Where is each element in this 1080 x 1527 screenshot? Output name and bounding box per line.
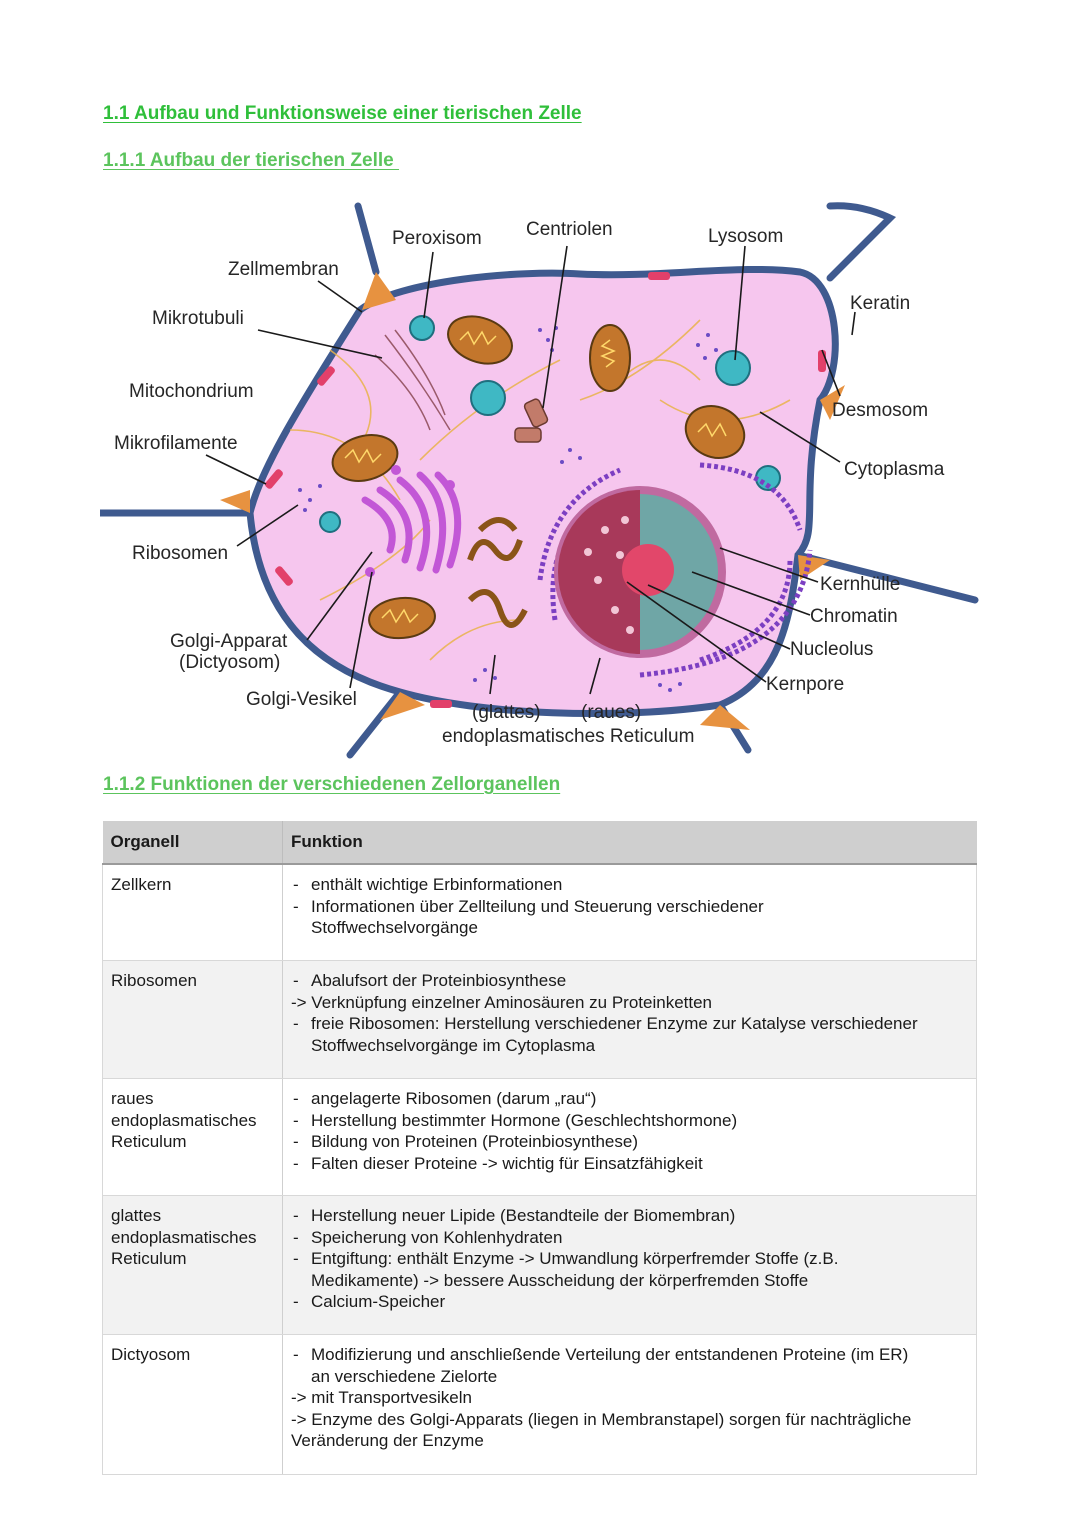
bullet-point: Speicherung von Kohlenhydraten (291, 1227, 968, 1249)
funktion-cell: angelagerte Ribosomen (darum „rau“)Herst… (282, 1078, 977, 1196)
section-heading: 1.1 Aufbau und Funktionsweise einer tier… (103, 103, 582, 124)
label-mikrotubuli: Mikrotubuli (152, 308, 244, 329)
label-mitochondrium: Mitochondrium (129, 381, 254, 402)
organell-name-line: Zellkern (111, 875, 172, 894)
label-peroxisom: Peroxisom (392, 228, 482, 249)
organell-cell: Dictyosom (102, 1334, 283, 1475)
table-header-row: Organell Funktion (102, 821, 977, 865)
organell-name-line: endoplasmatisches (111, 1227, 257, 1247)
label-golgi-apparat: Golgi-Apparat (170, 631, 288, 652)
column-header-organell: Organell (102, 821, 283, 865)
bullet-point: Modifizierung und anschließende Verteilu… (291, 1344, 968, 1366)
funktion-cell: enthält wichtige ErbinformationenInforma… (282, 863, 977, 961)
label-zellmembran: Zellmembran (228, 259, 339, 280)
funktion-cell: Herstellung neuer Lipide (Bestandteile d… (282, 1195, 977, 1335)
label-glattes: (glattes) (472, 702, 541, 723)
function-text-line: Veränderung der Enzyme (291, 1431, 484, 1450)
label-dictyosom: (Dictyosom) (179, 652, 280, 673)
label-kernpore: Kernpore (766, 674, 844, 695)
function-text-line: -> Verknüpfung einzelner Aminosäuren zu … (291, 992, 713, 1012)
bullet-point: angelagerte Ribosomen (darum „rau“) (291, 1088, 968, 1110)
function-text-line: an verschiedene Zielorte (311, 1366, 498, 1386)
label-raues: (raues) (581, 702, 641, 723)
label-kernhuelle: Kernhülle (820, 574, 900, 595)
table-body: Zellkern enthält wichtige Erbinformatione… (102, 863, 977, 1475)
label-centriolen: Centriolen (526, 219, 613, 240)
function-text-line: -> mit Transportvesikeln (291, 1388, 472, 1407)
bullet-point: Entgiftung: enthält Enzyme -> Umwandlung… (291, 1248, 968, 1270)
organell-name-line: glattes (111, 1206, 162, 1225)
label-er: endoplasmatisches Reticulum (442, 726, 694, 747)
organell-name-line: Reticulum (111, 1132, 187, 1151)
label-keratin: Keratin (850, 293, 910, 314)
bullet-point: Herstellung neuer Lipide (Bestandteile d… (291, 1205, 968, 1227)
table-row: Ribosomen Abalufsort der Proteinbiosynthe… (102, 960, 977, 1079)
organell-name-line: Dictyosom (111, 1345, 191, 1364)
bullet-point: Abalufsort der Proteinbiosynthese (291, 970, 968, 992)
label-golgi-vesikel: Golgi-Vesikel (246, 689, 357, 710)
function-text-line: Stoffwechselvorgänge im Cytoplasma (311, 1035, 596, 1055)
table-row: Zellkern enthält wichtige Erbinformatione… (102, 863, 977, 961)
label-lysosom: Lysosom (708, 226, 783, 247)
label-cytoplasma: Cytoplasma (844, 459, 945, 480)
organell-cell: Zellkern (102, 863, 283, 961)
subsection-heading-structure: 1.1.1 Aufbau der tierischen Zelle (103, 150, 400, 171)
label-chromatin: Chromatin (810, 606, 898, 627)
organell-cell: Ribosomen (102, 960, 283, 1079)
label-desmosom: Desmosom (832, 400, 928, 421)
funktion-cell: Modifizierung und anschließende Verteilu… (282, 1334, 977, 1475)
bullet-point: Calcium-Speicher (291, 1291, 968, 1313)
label-ribosomen: Ribosomen (132, 543, 228, 564)
organelle-function-table: Organell Funktion Zellkern enthält wichti… (102, 821, 977, 1475)
subsection-heading-functions: 1.1.2 Funktionen der verschiedenen Zello… (103, 774, 561, 795)
label-mikrofilamente: Mikrofilamente (114, 433, 238, 454)
organell-name-line: Ribosomen (111, 971, 197, 990)
function-text-line: -> Enzyme des Golgi-Apparats (liegen in … (291, 1409, 912, 1429)
bullet-point: Informationen über Zellteilung und Steue… (291, 896, 968, 918)
animal-cell-diagram: Peroxisom Centriolen Lysosom Zellmembran… (100, 202, 979, 759)
bullet-point: Falten dieser Proteine -> wichtig für Ei… (291, 1153, 968, 1175)
table-row: Dictyosom Modifizierung und anschließende… (102, 1334, 977, 1475)
organell-name-line: Reticulum (111, 1249, 187, 1268)
bullet-point: freie Ribosomen: Herstellung verschieden… (291, 1013, 968, 1035)
column-header-funktion: Funktion (282, 821, 977, 865)
function-text-line: Medikamente) -> bessere Ausscheidung der… (311, 1270, 809, 1290)
bullet-point: Herstellung bestimmter Hormone (Geschlec… (291, 1110, 968, 1132)
bullet-point: Bildung von Proteinen (Proteinbiosynthes… (291, 1131, 968, 1153)
bullet-point: enthält wichtige Erbinformationen (291, 874, 968, 896)
organell-name-line: endoplasmatisches (111, 1110, 257, 1130)
organell-name-line: raues (111, 1089, 154, 1108)
function-text-line: Stoffwechselvorgänge (311, 918, 478, 937)
funktion-cell: Abalufsort der Proteinbiosynthese-> Verk… (282, 960, 977, 1079)
label-nucleolus: Nucleolus (790, 639, 873, 660)
